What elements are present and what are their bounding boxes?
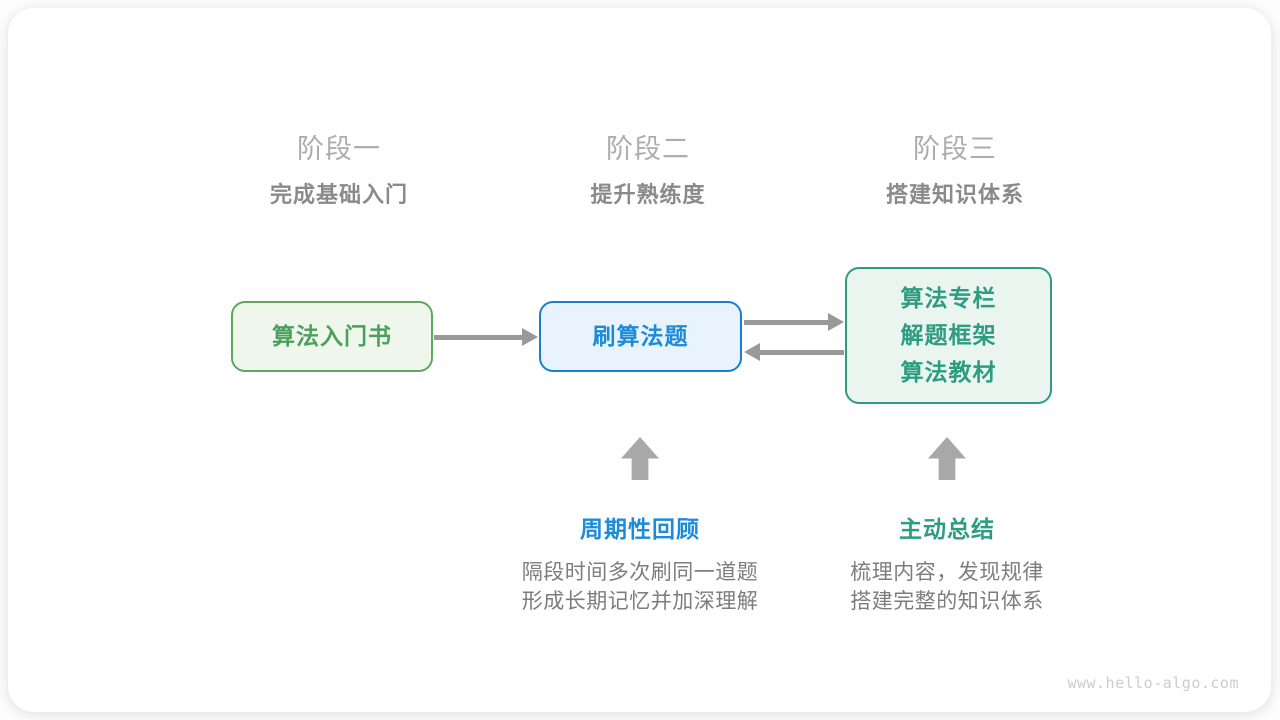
arrow-head bbox=[744, 343, 760, 361]
block-arrow-up-icon bbox=[928, 437, 966, 480]
stage-2-header: 阶段二 提升熟练度 bbox=[498, 132, 798, 209]
node-resource-line: 算法教材 bbox=[900, 359, 997, 385]
arrow-shaft bbox=[434, 334, 525, 340]
annotation-periodic-review-label: 周期性回顾 bbox=[580, 516, 700, 542]
node-intro-book-label: 算法入门书 bbox=[272, 323, 392, 349]
node-practice-problems: 刷算法题 bbox=[539, 301, 742, 372]
annotation-line: 搭建完整的知识体系 bbox=[850, 590, 1044, 613]
annotation-line: 形成长期记忆并加深理解 bbox=[521, 590, 759, 613]
node-knowledge-resources: 算法专栏 解题框架 算法教材 bbox=[845, 267, 1052, 404]
stage-3-subtitle: 搭建知识体系 bbox=[885, 182, 1024, 207]
arrow-head bbox=[828, 313, 844, 331]
stage-2-title: 阶段二 bbox=[606, 134, 690, 164]
block-arrow-up-icon bbox=[621, 437, 659, 480]
annotation-active-summary-body: 梳理内容，发现规律 搭建完整的知识体系 bbox=[767, 558, 1127, 616]
stage-3-title: 阶段三 bbox=[913, 134, 997, 164]
stage-3-header: 阶段三 搭建知识体系 bbox=[805, 132, 1105, 209]
stage-1-subtitle: 完成基础入门 bbox=[269, 182, 408, 207]
node-resource-line: 算法专栏 bbox=[900, 285, 997, 311]
arrow-left-icon bbox=[744, 342, 844, 362]
annotation-periodic-review-body: 隔段时间多次刷同一道题 形成长期记忆并加深理解 bbox=[460, 558, 820, 616]
arrow-shaft bbox=[757, 349, 844, 355]
annotation-active-summary-label: 主动总结 bbox=[899, 516, 995, 542]
arrow-shaft bbox=[744, 319, 831, 325]
arrow-right-icon bbox=[434, 327, 538, 347]
annotation-line: 梳理内容，发现规律 bbox=[850, 561, 1044, 584]
stage-1-title: 阶段一 bbox=[297, 134, 381, 164]
arrow-head bbox=[522, 328, 538, 346]
watermark: www.hello-algo.com bbox=[1067, 674, 1239, 692]
node-intro-book: 算法入门书 bbox=[231, 301, 433, 372]
node-resource-line: 解题框架 bbox=[900, 322, 997, 348]
stage-2-subtitle: 提升熟练度 bbox=[590, 182, 706, 207]
arrow-right-icon bbox=[744, 312, 844, 332]
stage-1-header: 阶段一 完成基础入门 bbox=[189, 132, 489, 209]
annotation-line: 隔段时间多次刷同一道题 bbox=[521, 561, 759, 584]
diagram-canvas: 阶段一 完成基础入门 阶段二 提升熟练度 阶段三 搭建知识体系 算法入门书 刷算… bbox=[8, 8, 1271, 712]
node-practice-problems-label: 刷算法题 bbox=[592, 323, 689, 349]
